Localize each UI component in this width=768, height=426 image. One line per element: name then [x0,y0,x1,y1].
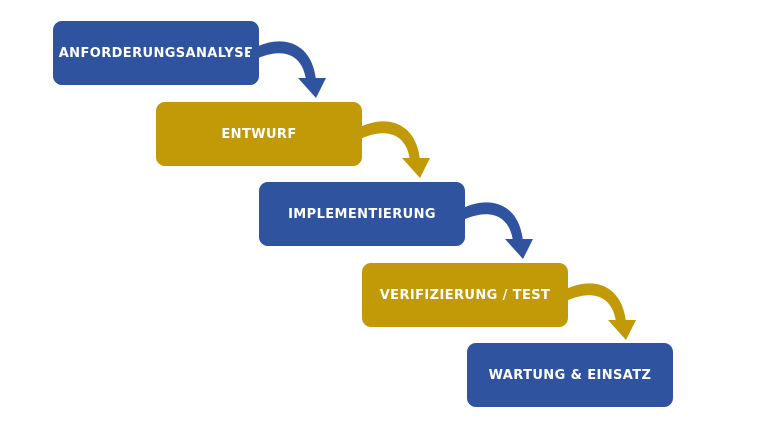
curved-arrow-icon [250,41,326,98]
stage-verifizierung-test: VERIFIZIERUNG / TEST [362,263,568,327]
stage-anforderungsanalyse: ANFORDERUNGSANALYSE [53,21,259,85]
curved-arrow-icon [560,283,636,340]
curved-arrow-icon [354,121,430,178]
stage-label: WARTUNG & EINSATZ [488,367,652,383]
stage-entwurf: ENTWURF [156,102,362,166]
stage-label: ANFORDERUNGSANALYSE [58,45,254,61]
stage-implementierung: IMPLEMENTIERUNG [259,182,465,246]
stage-wartung-einsatz: WARTUNG & EINSATZ [467,343,673,407]
stage-label: IMPLEMENTIERUNG [288,206,436,222]
stage-label: VERIFIZIERUNG / TEST [379,287,551,303]
curved-arrow-icon [457,202,533,259]
stage-label: ENTWURF [221,126,297,142]
